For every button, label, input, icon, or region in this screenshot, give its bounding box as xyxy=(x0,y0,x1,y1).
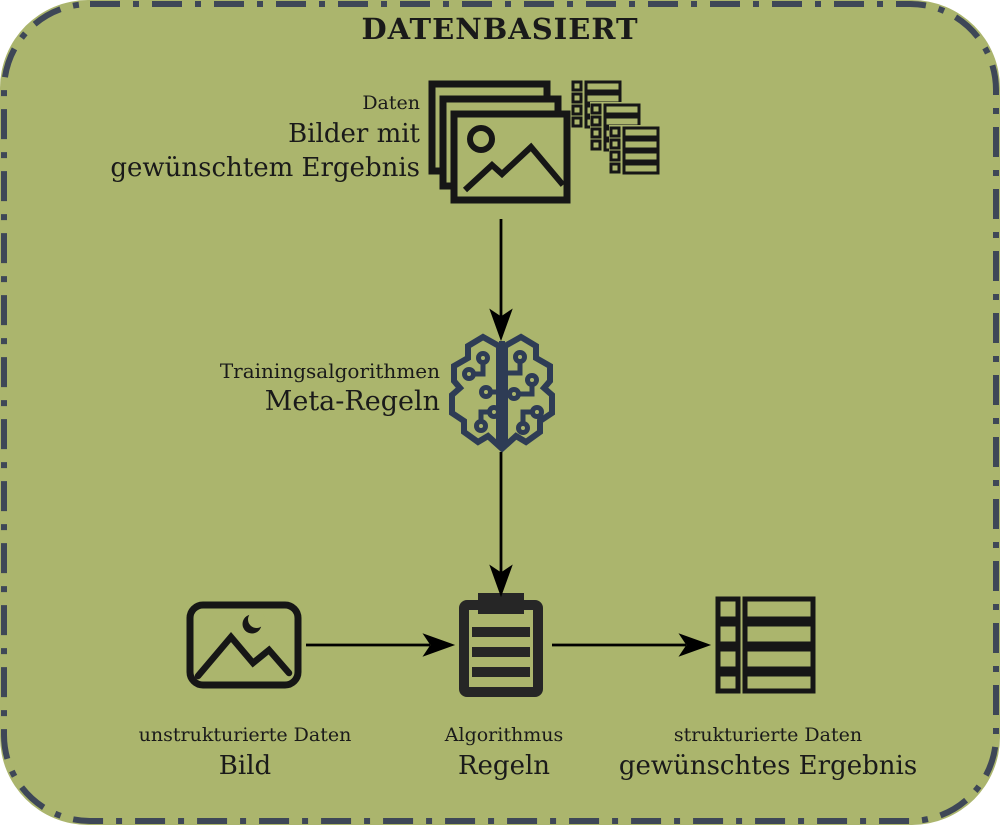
output-caption: strukturierte Daten xyxy=(673,724,863,746)
training-data-line2: gewünschtem Ergebnis xyxy=(110,153,420,183)
structured-data-stack-icon xyxy=(571,80,666,175)
algorithm-label: Algorithmus Regeln xyxy=(354,722,654,783)
images-stack-icon xyxy=(428,76,573,206)
input-caption: unstrukturierte Daten xyxy=(138,724,352,746)
training-data-caption: Daten xyxy=(362,92,420,114)
training-algorithm-name: Meta-Regeln xyxy=(264,386,440,417)
image-icon xyxy=(186,601,302,689)
training-data-line1: Bilder mit xyxy=(288,119,420,149)
clipboard-icon xyxy=(456,590,546,698)
training-algorithm-caption: Trainingsalgorithmen xyxy=(219,359,440,383)
input-name: Bild xyxy=(218,751,272,781)
output-label: strukturierte Daten gewünschtes Ergebnis xyxy=(618,722,918,783)
brain-circuit-icon xyxy=(441,332,563,454)
diagram-title: DATENBASIERT xyxy=(361,12,639,46)
output-name: gewünschtes Ergebnis xyxy=(618,751,918,781)
algorithm-name: Regeln xyxy=(457,751,551,781)
training-data-label: Daten Bilder mit gewünschtem Ergebnis xyxy=(90,90,420,185)
structured-data-icon xyxy=(714,596,816,694)
input-label: unstrukturierte Daten Bild xyxy=(95,722,395,783)
training-algorithm-label: Trainingsalgorithmen Meta-Regeln xyxy=(140,358,440,419)
algorithm-caption: Algorithmus xyxy=(444,724,564,746)
